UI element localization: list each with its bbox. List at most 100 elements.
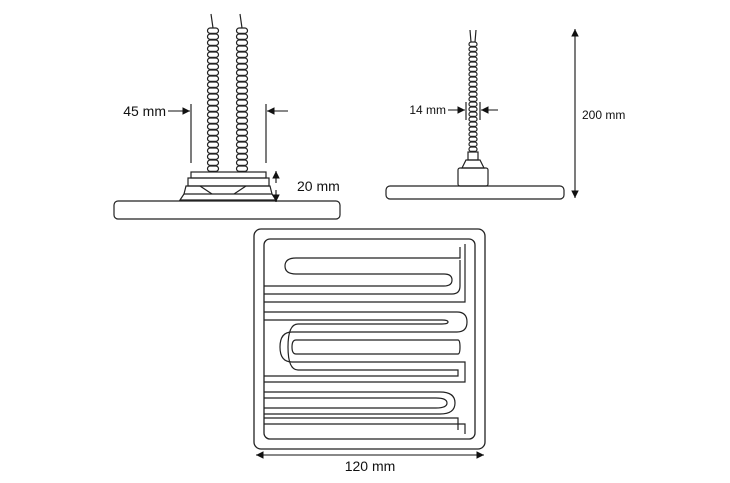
bead	[206, 135, 220, 143]
top-view	[253, 228, 486, 450]
bead	[206, 117, 220, 125]
bead	[235, 51, 249, 59]
bead	[468, 126, 478, 133]
bead	[468, 51, 478, 58]
bead	[235, 27, 249, 35]
bead	[206, 159, 220, 167]
bead	[235, 111, 249, 119]
front-plate	[113, 200, 341, 220]
bead	[206, 165, 220, 173]
bead	[206, 141, 220, 149]
bead	[235, 165, 249, 173]
bead	[235, 69, 249, 77]
bead	[235, 153, 249, 161]
bead	[235, 57, 249, 65]
side-collar	[467, 151, 479, 161]
bead	[206, 45, 220, 53]
bead	[235, 147, 249, 155]
dimension-14mm	[448, 102, 498, 120]
bead	[206, 153, 220, 161]
bead	[235, 39, 249, 47]
bead	[235, 159, 249, 167]
bead	[235, 93, 249, 101]
side-wire-tip-right	[474, 29, 477, 43]
bead-column-left	[206, 27, 220, 173]
bead	[206, 147, 220, 155]
bead	[206, 69, 220, 77]
bead	[235, 141, 249, 149]
bead	[235, 105, 249, 113]
bead	[235, 123, 249, 131]
bead	[468, 141, 478, 148]
label-45mm: 45 mm	[123, 103, 166, 119]
label-14mm: 14 mm	[409, 103, 446, 117]
bead	[468, 46, 478, 53]
bead	[468, 101, 478, 108]
bead	[206, 129, 220, 137]
bead	[468, 66, 478, 73]
side-plate	[385, 185, 565, 200]
plate-outer	[253, 228, 486, 450]
bead	[206, 87, 220, 95]
bead	[235, 81, 249, 89]
bead	[468, 106, 478, 113]
bead	[206, 99, 220, 107]
bead	[468, 76, 478, 83]
bead	[468, 116, 478, 123]
terminal-top	[190, 171, 267, 179]
bead	[468, 71, 478, 78]
bead	[206, 111, 220, 119]
bead	[206, 63, 220, 71]
side-wire-tip-left	[469, 29, 472, 43]
terminal-lower	[183, 185, 273, 195]
bead	[468, 61, 478, 68]
label-20mm: 20 mm	[297, 178, 340, 194]
bead	[468, 81, 478, 88]
terminal-middle	[187, 177, 270, 187]
terminal-notch	[199, 185, 247, 195]
side-terminal	[457, 167, 489, 187]
bead	[206, 33, 220, 41]
bead	[235, 87, 249, 95]
bead	[468, 131, 478, 138]
bead	[468, 146, 478, 153]
terminal-foot	[178, 193, 278, 201]
plate-inner	[263, 238, 476, 440]
bead	[235, 45, 249, 53]
bead	[206, 93, 220, 101]
label-120mm: 120 mm	[345, 458, 396, 474]
bead	[206, 75, 220, 83]
wire-tip-right	[239, 13, 243, 29]
bead	[468, 56, 478, 63]
label-200mm: 200 mm	[582, 108, 625, 122]
bead	[206, 51, 220, 59]
bead	[206, 27, 220, 35]
wire-tip-left	[210, 13, 214, 29]
bead	[468, 96, 478, 103]
bead	[206, 81, 220, 89]
bead	[235, 75, 249, 83]
bead	[206, 105, 220, 113]
bead	[235, 129, 249, 137]
dimension-45mm	[168, 104, 288, 163]
bead	[468, 41, 478, 48]
bead	[468, 121, 478, 128]
bead	[468, 86, 478, 93]
side-view	[385, 29, 565, 200]
bead	[468, 91, 478, 98]
bead	[206, 123, 220, 131]
bead	[235, 99, 249, 107]
side-bead-column	[468, 41, 478, 153]
bead	[235, 117, 249, 125]
bead	[235, 135, 249, 143]
bead	[235, 63, 249, 71]
bead	[235, 33, 249, 41]
side-neck	[461, 159, 485, 169]
bead	[206, 39, 220, 47]
bead-column-right	[235, 27, 249, 173]
bead	[206, 57, 220, 65]
bead	[468, 111, 478, 118]
bead	[468, 136, 478, 143]
heating-coil	[264, 244, 468, 434]
